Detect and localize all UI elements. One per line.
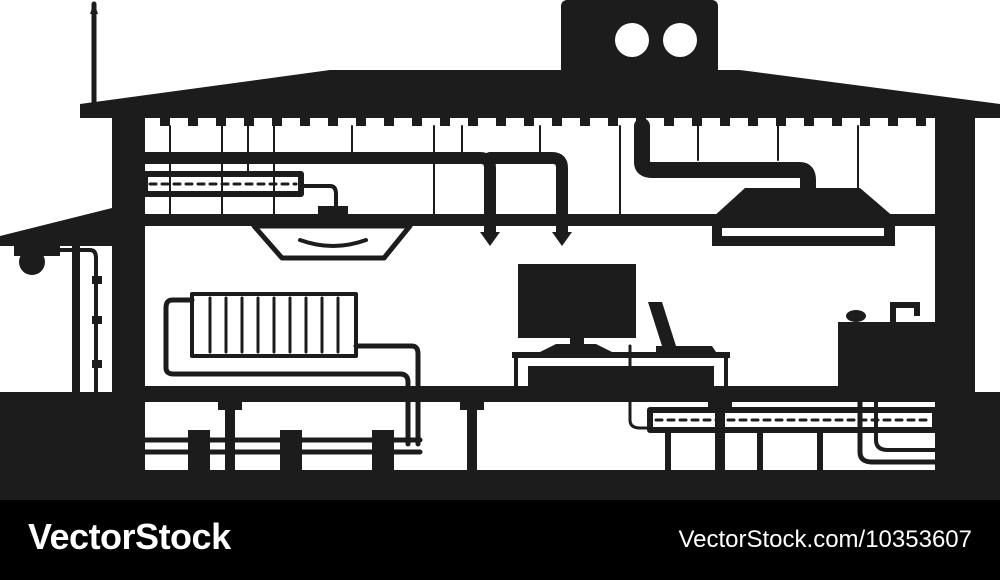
faucet bbox=[890, 302, 920, 322]
porch-conduit bbox=[56, 248, 98, 394]
radiator bbox=[190, 292, 358, 358]
conduit-box bbox=[92, 360, 102, 368]
ground-left bbox=[0, 392, 112, 500]
image-id: VectorStock.com/10353607 bbox=[678, 526, 972, 553]
desk-cable bbox=[628, 344, 652, 430]
ceiling-rafters bbox=[150, 118, 930, 126]
radiator-pipe bbox=[163, 297, 411, 447]
desk-cabinet bbox=[528, 366, 714, 386]
roof bbox=[80, 70, 1000, 118]
conduit-box bbox=[92, 316, 102, 324]
conduit-box bbox=[92, 276, 102, 284]
range-hood-inner bbox=[722, 228, 884, 236]
floor-slab bbox=[145, 386, 935, 402]
sink-bowl bbox=[846, 310, 866, 322]
rafter-teeth bbox=[160, 118, 926, 126]
range-hood bbox=[712, 188, 895, 246]
laptop-screen bbox=[648, 302, 676, 346]
supply-duct-2 bbox=[484, 152, 568, 238]
right-wall bbox=[935, 112, 975, 472]
ceiling-fan-mount bbox=[318, 206, 348, 218]
radiator-pipe-return bbox=[353, 343, 421, 447]
watermark-bar: VectorStock VectorStock.com/10353607 bbox=[0, 500, 1000, 580]
porch-canopy bbox=[0, 208, 112, 246]
laptop-base bbox=[656, 346, 716, 352]
building-cross-section-illustration bbox=[0, 0, 1000, 500]
porch-post bbox=[72, 246, 80, 392]
floor-support bbox=[715, 402, 725, 470]
floor-support bbox=[225, 402, 235, 470]
kitchen-counter bbox=[838, 322, 935, 386]
brand-name: VectorStock bbox=[28, 516, 231, 557]
monitor bbox=[518, 264, 636, 338]
radiator-fins bbox=[208, 296, 340, 354]
roof-vent-hole bbox=[663, 23, 697, 57]
exhaust-duct bbox=[634, 118, 816, 198]
air-outlet-arrow bbox=[552, 232, 572, 246]
basement-duct bbox=[647, 407, 938, 433]
foundation-floor bbox=[112, 470, 975, 500]
drain-pipe-2 bbox=[874, 400, 937, 452]
vent-connector bbox=[299, 184, 338, 208]
roof-vent-hole bbox=[615, 23, 649, 57]
monitor-base bbox=[540, 344, 612, 352]
antenna-tip bbox=[90, 2, 98, 14]
monitor-stand bbox=[570, 338, 584, 346]
floor-support bbox=[467, 402, 477, 470]
air-outlet-arrow bbox=[480, 232, 500, 246]
drain-pipe bbox=[857, 399, 938, 465]
diffuser-fan bbox=[298, 238, 368, 248]
security-camera-mount bbox=[14, 246, 60, 256]
desk-top bbox=[512, 352, 730, 358]
ground-right bbox=[975, 392, 1000, 500]
ceiling-diffuser bbox=[251, 223, 413, 261]
